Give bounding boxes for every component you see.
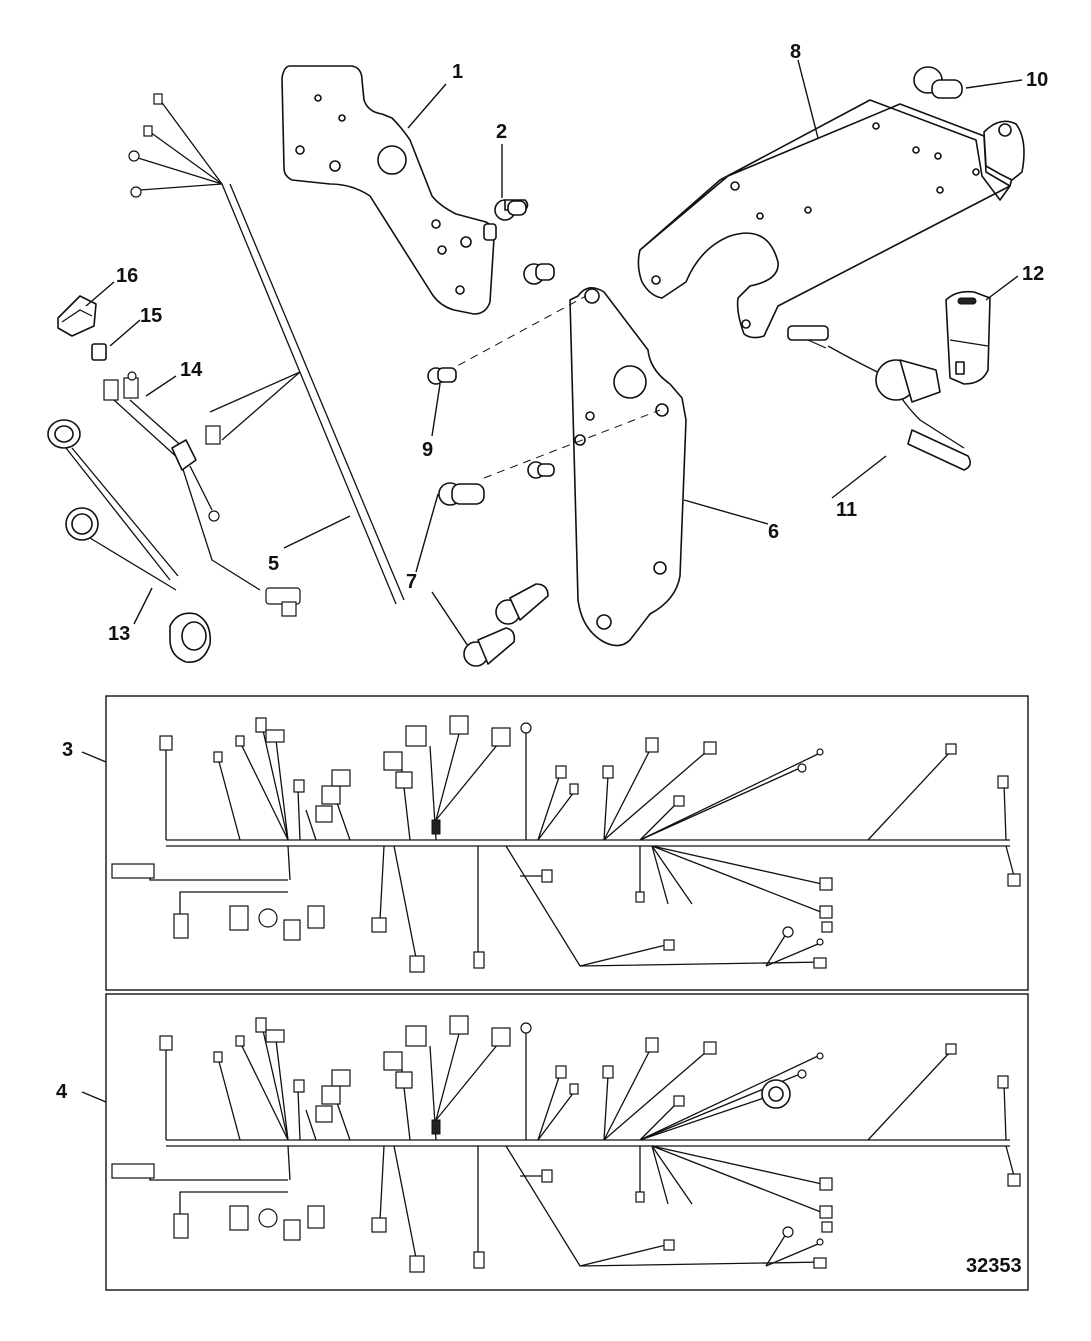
callout-9: 9 <box>422 439 433 461</box>
leader-line <box>683 499 769 525</box>
harness-4-frame <box>105 993 1029 1291</box>
callout-16: 16 <box>116 265 138 287</box>
callout-2: 2 <box>496 121 507 143</box>
leader-line <box>407 83 447 129</box>
callout-15: 15 <box>140 305 162 327</box>
leader-line <box>965 79 1023 89</box>
leader-line <box>133 587 153 625</box>
support-bracket-8 <box>637 99 1025 339</box>
leader-line <box>415 493 439 573</box>
bolt-7c <box>495 583 549 625</box>
bolt-7 <box>438 482 485 506</box>
bolt-10 <box>913 66 963 99</box>
fuse-15 <box>91 343 107 361</box>
bolt-2 <box>494 199 529 221</box>
callout-11: 11 <box>836 499 857 521</box>
harness-14 <box>103 371 301 617</box>
harness-3-frame <box>105 695 1029 991</box>
engine-harness-4 <box>111 1015 1021 1273</box>
screw-9 <box>427 367 457 385</box>
leader-line <box>85 281 115 307</box>
callout-12: 12 <box>1022 263 1044 285</box>
callout-6: 6 <box>768 521 779 543</box>
leader-line <box>431 591 469 647</box>
leader-line <box>797 59 819 139</box>
leader-line <box>831 455 887 499</box>
harness-5 <box>128 93 405 605</box>
leader-line <box>81 751 107 763</box>
callout-5: 5 <box>268 553 279 575</box>
callout-13: 13 <box>108 623 130 645</box>
leader-line <box>145 375 177 397</box>
leader-line <box>985 275 1019 301</box>
leader-line <box>283 515 351 549</box>
figure-number: 32353 <box>966 1255 1022 1277</box>
alignment-line <box>483 409 661 479</box>
bolt-7b <box>527 461 555 479</box>
alignment-line <box>445 295 587 373</box>
callout-3: 3 <box>62 739 73 761</box>
bracket-plate-1 <box>281 65 497 315</box>
bolt-7d <box>463 627 516 667</box>
adapter-harness-13 <box>47 419 212 663</box>
callout-8: 8 <box>790 41 801 63</box>
mount-plate-6 <box>569 287 687 647</box>
leader-line <box>431 383 441 437</box>
connector-12 <box>945 290 991 385</box>
callout-4: 4 <box>56 1081 68 1103</box>
callout-10: 10 <box>1026 69 1048 91</box>
sensor-11 <box>787 325 972 471</box>
bolt-2b <box>523 263 555 285</box>
callout-1: 1 <box>452 61 463 83</box>
callout-7: 7 <box>406 571 417 593</box>
leader-line <box>81 1091 107 1103</box>
engine-harness-3 <box>111 715 1021 973</box>
leader-line <box>109 319 141 347</box>
callout-14: 14 <box>180 359 203 381</box>
